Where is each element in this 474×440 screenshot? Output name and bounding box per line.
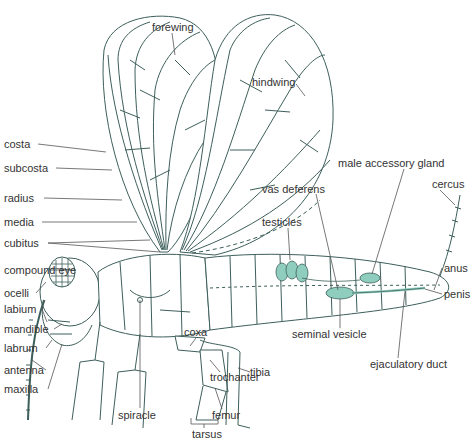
part-label: tibia	[250, 366, 270, 378]
part-label: spiracle	[118, 409, 156, 421]
part-label: femur	[212, 409, 240, 421]
part-label: anus	[444, 262, 468, 274]
part-label: mandible	[4, 323, 49, 335]
part-label: subcosta	[4, 162, 48, 174]
part-label: compound eye	[4, 264, 76, 276]
part-label: vas deferens	[262, 183, 325, 195]
part-label: cubitus	[4, 237, 39, 249]
part-label: costa	[4, 138, 30, 150]
part-label: media	[4, 216, 34, 228]
part-label: coxa	[184, 326, 207, 338]
part-label: penis	[444, 288, 470, 300]
part-label: forewing	[152, 21, 194, 33]
part-label: male accessory gland	[338, 157, 444, 169]
part-label: seminal vesicle	[292, 328, 367, 340]
part-label: ejaculatory duct	[370, 358, 447, 370]
part-label: ocelli	[4, 287, 29, 299]
part-label: hindwing	[252, 76, 295, 88]
part-label: antenna	[4, 364, 44, 376]
part-label: labium	[4, 303, 36, 315]
part-label: radius	[4, 192, 34, 204]
part-label: testicles	[262, 216, 302, 228]
part-label: tarsus	[192, 428, 222, 440]
part-label: labrum	[4, 342, 38, 354]
part-label: maxilla	[4, 383, 38, 395]
part-label: cercus	[432, 178, 464, 190]
